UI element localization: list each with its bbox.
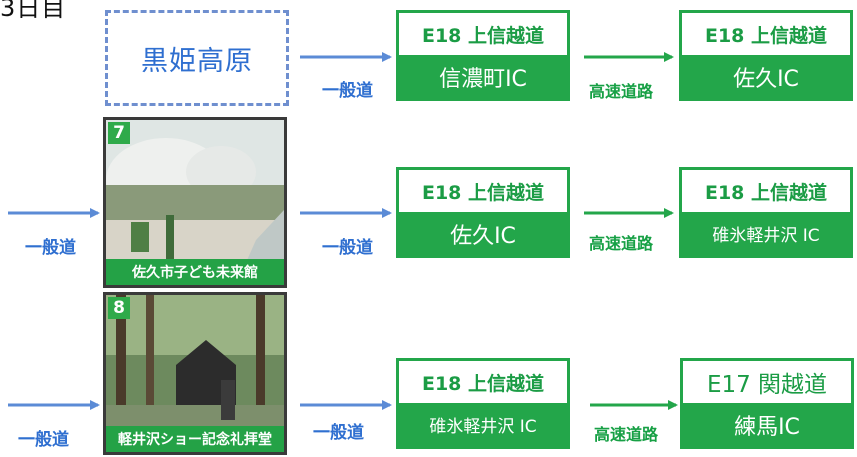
route-2-exit-ic: 碓氷軽井沢 IC — [682, 212, 850, 255]
spot-7-photo: 7 佐久市子ども未来館 — [103, 117, 287, 288]
route-2-entry-road: E18 上信越道 — [421, 181, 545, 204]
route-3-exit-box: E17 関越道 練馬IC — [680, 358, 854, 449]
spot-8-number: 8 — [108, 297, 130, 319]
chapel-image — [106, 295, 284, 452]
route-3-entry-road: E18 上信越道 — [421, 372, 545, 395]
route-3-exit-ic: 練馬IC — [683, 403, 851, 446]
route-3-exit-road: E17 関越道 — [706, 372, 828, 398]
spot-7-caption: 佐久市子ども未来館 — [106, 259, 284, 285]
route-2-entry-ic: 佐久IC — [399, 212, 567, 255]
route-1-exit-box: E18 上信越道 佐久IC — [679, 10, 853, 101]
route-2-exit-road: E18 上信越道 — [704, 181, 828, 204]
general-road-label-4: 一般道 — [18, 430, 69, 450]
route-3-entry-ic: 碓氷軽井沢 IC — [399, 403, 567, 446]
spot-8-photo: 8 軽井沢ショー記念礼拝堂 — [103, 292, 287, 455]
general-road-label-5: 一般道 — [313, 423, 364, 443]
expressway-label-1: 高速道路 — [589, 82, 654, 101]
spot-8-caption: 軽井沢ショー記念礼拝堂 — [106, 426, 284, 452]
route-1-exit-ic: 佐久IC — [682, 55, 850, 98]
spot-7-number: 7 — [108, 122, 130, 144]
general-road-label-2: 一般道 — [25, 238, 76, 258]
day-label: 3日目 — [0, 0, 67, 22]
route-1-entry-box: E18 上信越道 信濃町IC — [396, 10, 570, 101]
route-1-exit-road: E18 上信越道 — [704, 24, 828, 47]
route-1-entry-ic: 信濃町IC — [399, 55, 567, 98]
route-2-entry-box: E18 上信越道 佐久IC — [396, 167, 570, 258]
route-2-exit-box: E18 上信越道 碓氷軽井沢 IC — [679, 167, 853, 258]
route-1-entry-road: E18 上信越道 — [421, 24, 545, 47]
museum-image — [106, 120, 284, 285]
expressway-label-2: 高速道路 — [589, 234, 654, 253]
route-3-entry-box: E18 上信越道 碓氷軽井沢 IC — [396, 358, 570, 449]
start-destination-box: 黒姫高原 — [105, 10, 289, 106]
general-road-label-3: 一般道 — [322, 238, 373, 258]
expressway-label-3: 高速道路 — [594, 425, 659, 444]
general-road-label-1: 一般道 — [322, 81, 373, 101]
